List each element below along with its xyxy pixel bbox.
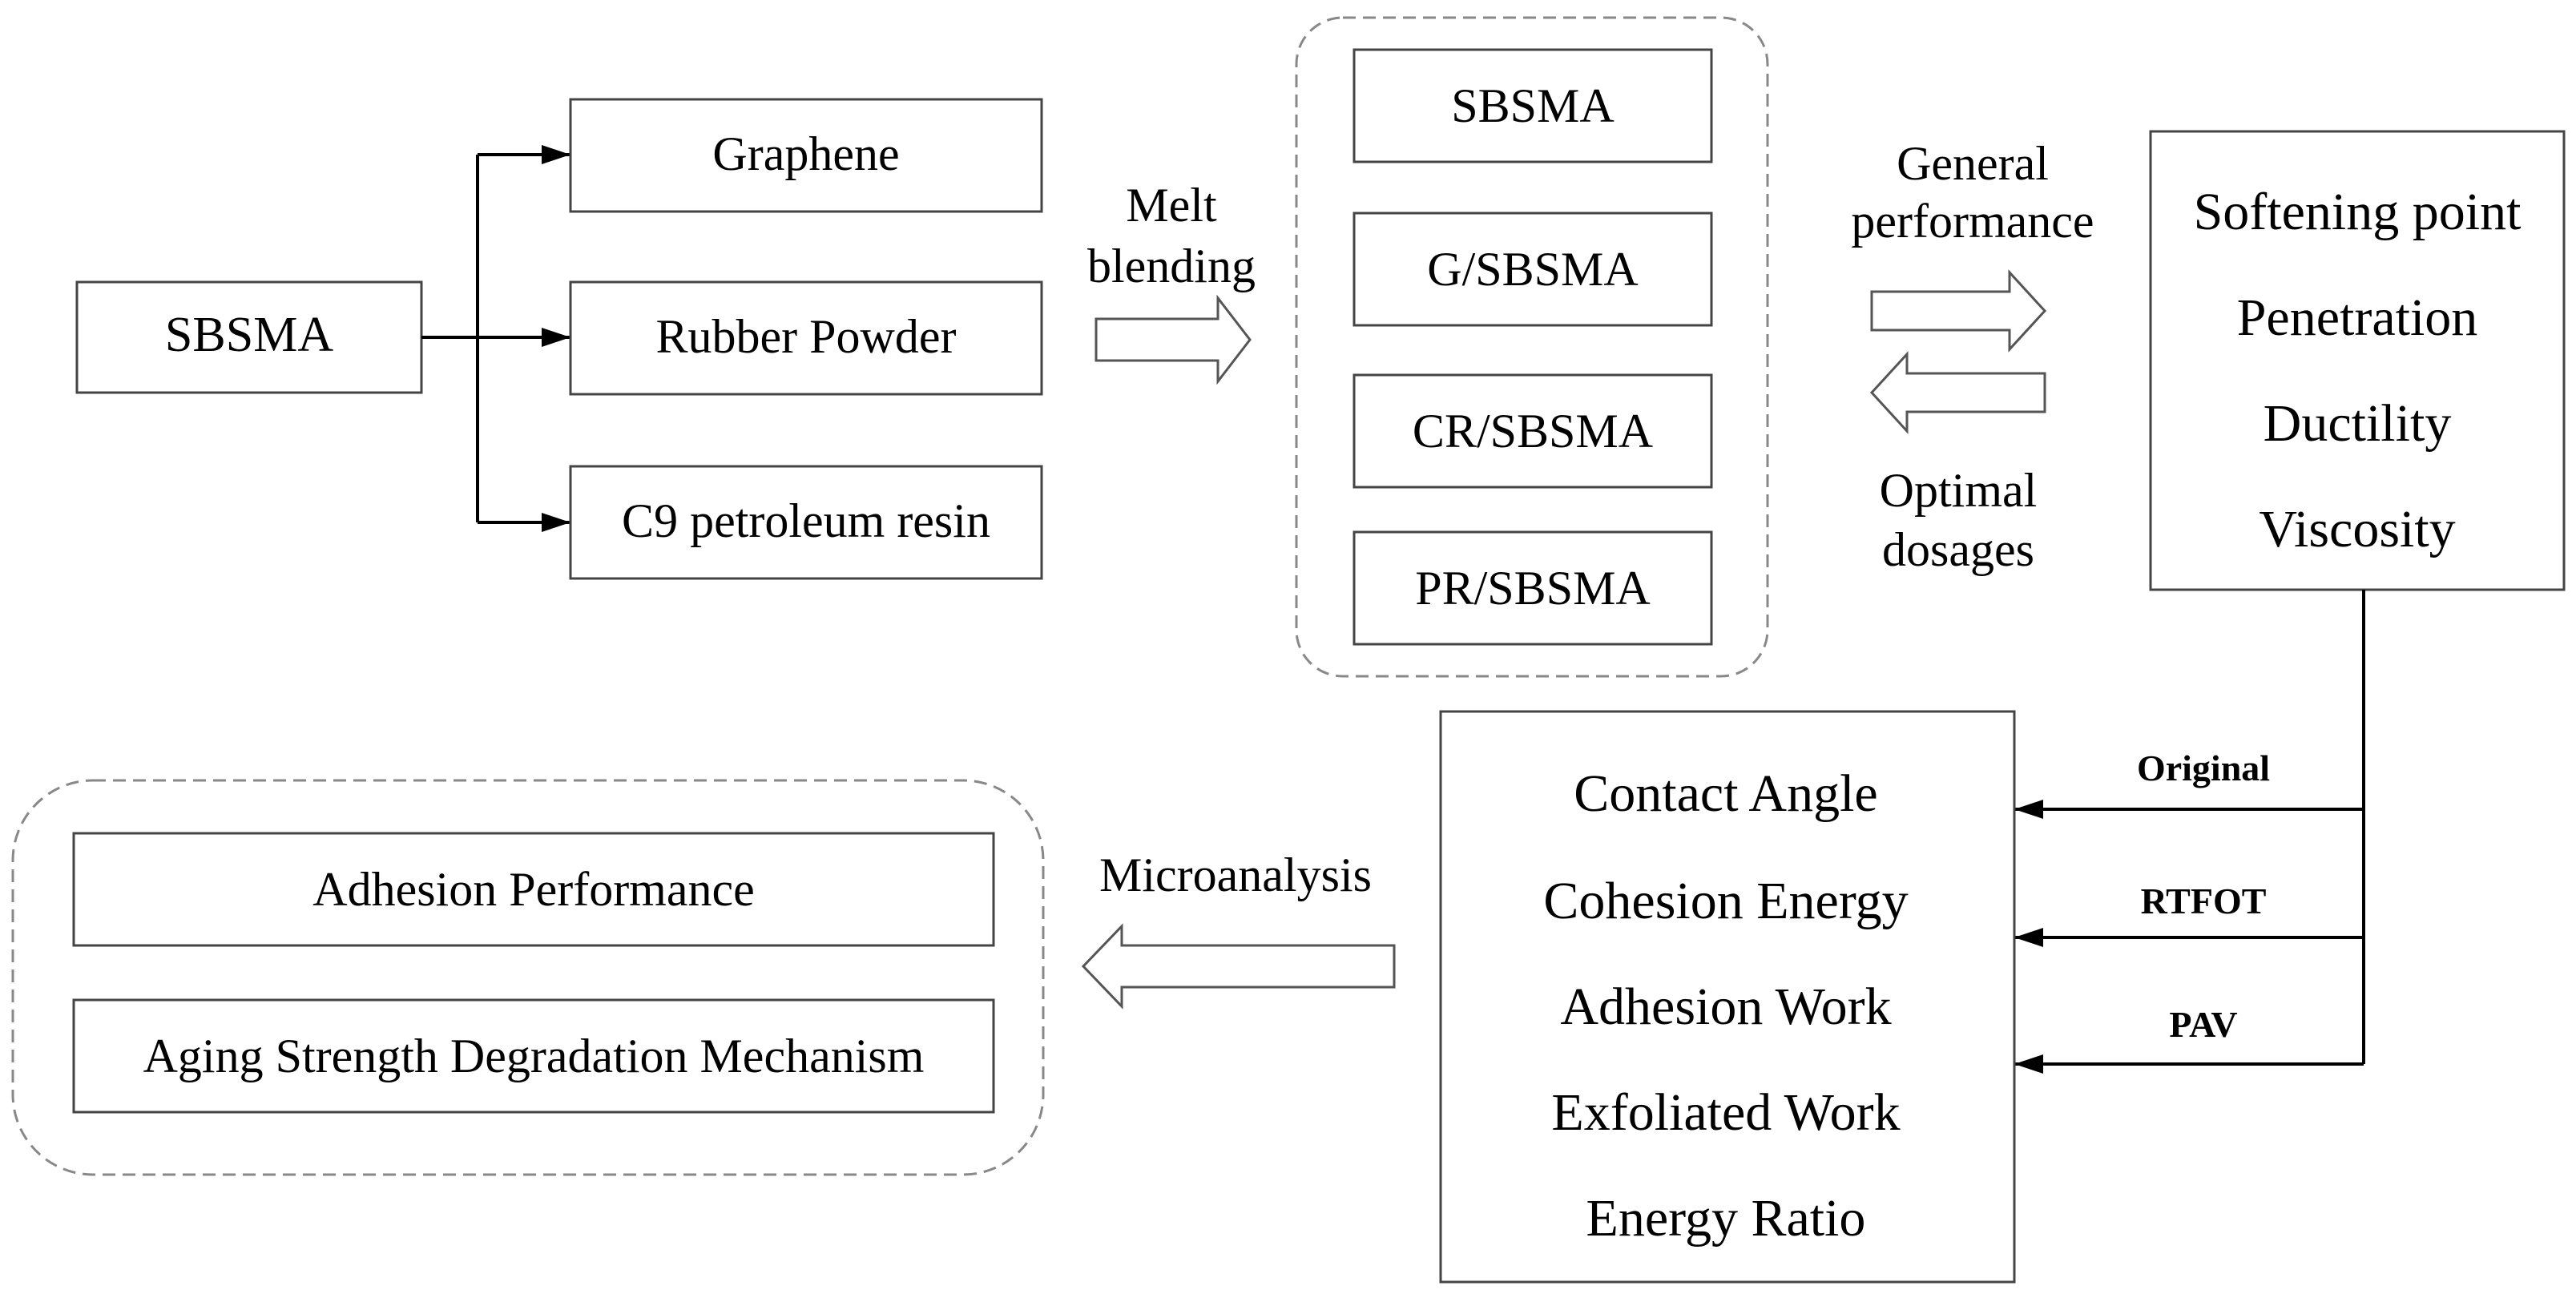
- modifier-label: Rubber Powder: [656, 310, 957, 363]
- general-performance-arrow: [1870, 269, 2047, 353]
- modifier-label: Graphene: [712, 127, 899, 180]
- test-label: Energy Ratio: [1586, 1189, 1866, 1248]
- outcomes-group: Adhesion Performance Aging Strength Degr…: [11, 779, 1045, 1176]
- surface-energy-box: Contact Angle Cohesion Energy Adhesion W…: [1439, 710, 2016, 1284]
- modifier-c9-resin: C9 petroleum resin: [569, 465, 1043, 580]
- asphalt-label: SBSMA: [1451, 79, 1614, 132]
- test-label: Exfoliated Work: [1551, 1083, 1900, 1142]
- aging-pav-label: PAV: [2169, 1004, 2237, 1045]
- branch-connector: [421, 145, 570, 532]
- asphalt-label: PR/SBSMA: [1415, 562, 1651, 615]
- outcome-label: Aging Strength Degradation Mechanism: [143, 1030, 925, 1082]
- asphalt-group: SBSMA G/SBSMA CR/SBSMA PR/SBSMA: [1295, 16, 1769, 678]
- source-node: SBSMA: [75, 280, 423, 394]
- asphalt-sbsma: SBSMA: [1353, 48, 1713, 163]
- general-performance-line1: General: [1897, 137, 2049, 190]
- outcome-label: Adhesion Performance: [312, 863, 754, 916]
- microanalysis-label: Microanalysis: [1099, 849, 1372, 901]
- optimal-dosages-line2: dosages: [1882, 523, 2034, 576]
- test-label: Cohesion Energy: [1543, 872, 1908, 930]
- optimal-dosages-line1: Optimal: [1880, 464, 2038, 517]
- optimal-dosages-arrow: [1869, 351, 2046, 434]
- asphalt-pr-sbsma: PR/SBSMA: [1353, 530, 1713, 646]
- properties-box: Softening point Penetration Ductility Vi…: [2149, 130, 2566, 591]
- property-label: Penetration: [2237, 288, 2478, 347]
- aging-rtfot-label: RTFOT: [2141, 881, 2267, 921]
- microanalysis-arrow: [1081, 923, 1396, 1010]
- modifier-rubber-powder: Rubber Powder: [569, 280, 1043, 396]
- aging-connector: [2014, 590, 2365, 1074]
- melt-blending-label-line2: blending: [1087, 240, 1256, 292]
- property-label: Ductility: [2264, 394, 2452, 453]
- property-label: Softening point: [2194, 183, 2522, 241]
- test-label: Contact Angle: [1574, 764, 1877, 823]
- asphalt-cr-sbsma: CR/SBSMA: [1353, 373, 1713, 489]
- modifier-graphene: Graphene: [569, 98, 1043, 213]
- modifier-label: C9 petroleum resin: [622, 494, 990, 547]
- outcome-aging-mechanism: Aging Strength Degradation Mechanism: [72, 998, 995, 1114]
- source-label: SBSMA: [165, 308, 333, 362]
- asphalt-g-sbsma: G/SBSMA: [1353, 212, 1713, 327]
- aging-original-label: Original: [2137, 748, 2270, 788]
- property-label: Viscosity: [2259, 500, 2455, 558]
- test-label: Adhesion Work: [1560, 978, 1891, 1036]
- outcome-adhesion-performance: Adhesion Performance: [72, 832, 995, 947]
- general-performance-line2: performance: [1851, 195, 2094, 248]
- asphalt-label: CR/SBSMA: [1413, 405, 1653, 458]
- melt-blending-arrow: [1094, 294, 1252, 385]
- asphalt-label: G/SBSMA: [1427, 243, 1638, 296]
- melt-blending-label-line1: Melt: [1126, 179, 1217, 232]
